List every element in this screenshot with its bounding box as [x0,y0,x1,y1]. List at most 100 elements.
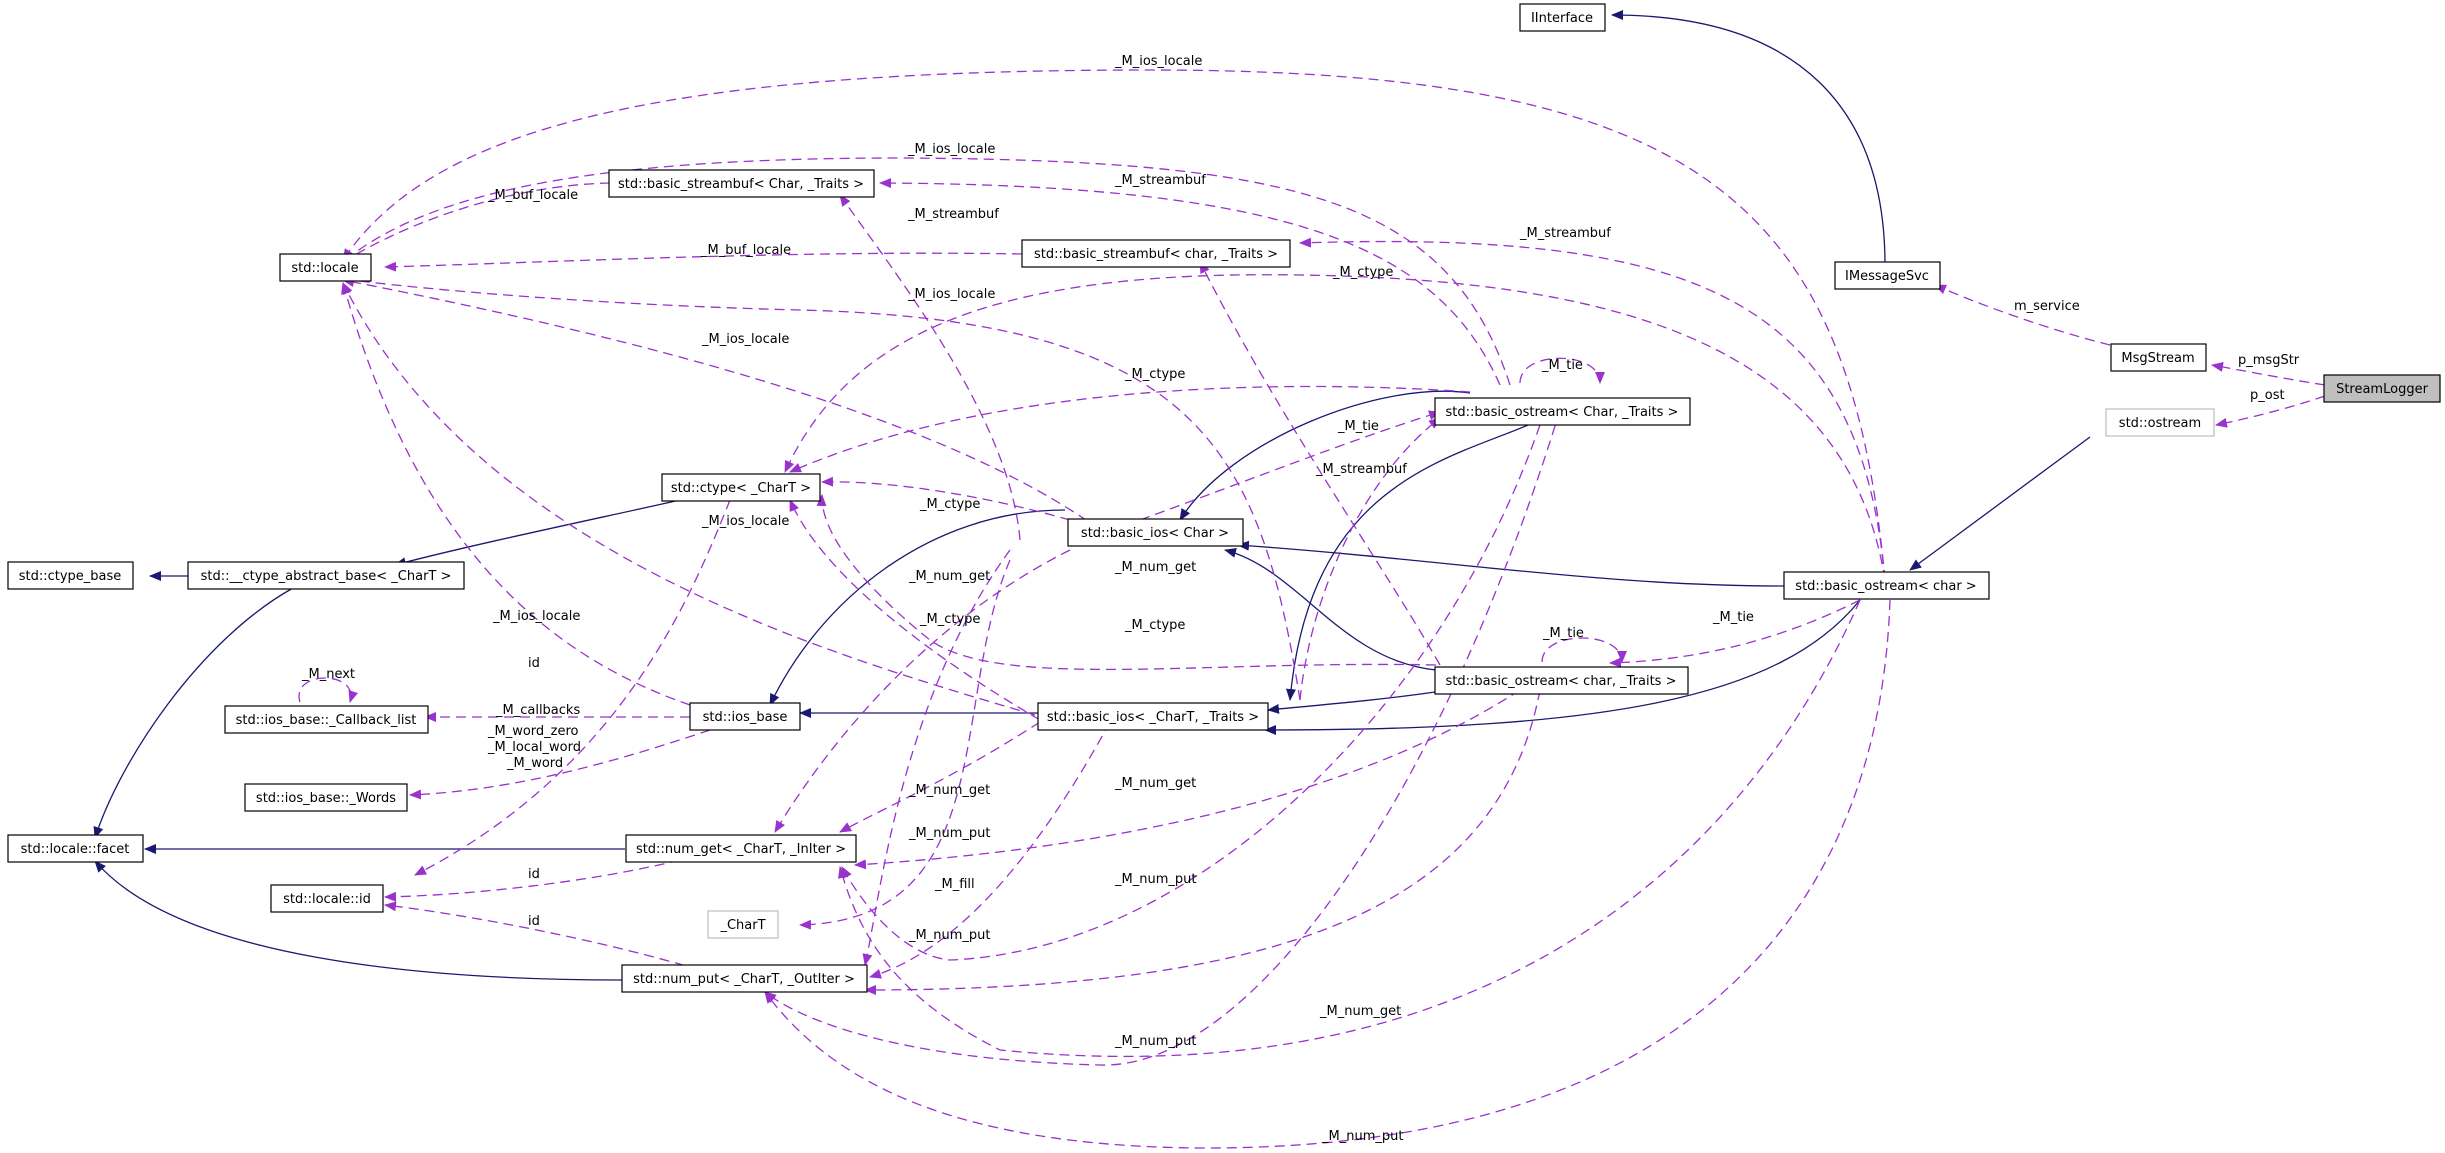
edge-ostream-char-traits-num-get [854,689,1521,870]
edge-label-m-num-get: _M_num_get [1319,1004,1401,1019]
edge-basic-ios-chart-num-get [839,721,1041,833]
class-node-label: IMessageSvc [1845,269,1929,284]
class-node-basic-ios-chart-traits[interactable]: std::basic_ios< _CharT, _Traits > [1037,702,1269,731]
edge-label-m-word: _M_word [506,756,563,771]
edge-label-m-streambuf: _M_streambuf [1114,173,1206,188]
class-node-label: std::ios_base::_Words [256,791,396,806]
edge-label-m-ios-locale: _M_ios_locale [1114,54,1202,69]
class-node-locale[interactable]: std::locale [279,253,372,282]
class-node-label: std::ctype< _CharT > [671,481,811,496]
class-node-imessagesvc[interactable]: IMessageSvc [1834,261,1941,290]
class-node-label: std::basic_ios< Char > [1081,526,1229,541]
edge-label-m-ios-locale: _M_ios_locale [701,332,789,347]
edge-ostream-char-traits-cap-basic-ios-chart [1286,421,1536,701]
edge-label-m-num-get: _M_num_get [908,783,990,798]
class-node-label: StreamLogger [2336,382,2429,397]
class-node-basic-streambuf-char-traits-cap[interactable]: std::basic_streambuf< Char, _Traits > [608,169,875,198]
edge-label-m-ctype: _M_ctype [919,612,980,627]
edge-label-m-ios-locale: _M_ios_locale [492,609,580,624]
class-node-label: _CharT [719,918,765,933]
class-node-label: std::basic_ios< _CharT, _Traits > [1047,710,1259,725]
class-node-num-put[interactable]: std::num_put< _CharT, _OutIter > [621,964,868,993]
class-node-ctype-chart[interactable]: std::ctype< _CharT > [661,473,821,502]
edge-label-m-num-put: _M_num_put [1321,1129,1403,1144]
edge-imessagesvc-iinterface [1611,10,1886,266]
usage-edges [298,69,2326,1149]
edge-label-m-local-word: _M_local_word [487,740,581,755]
edge-label-m-ctype: _M_ctype [1124,618,1185,633]
edge-ostream-char-traits-cap-locale [342,157,1511,386]
class-node-iinterface[interactable]: IInterface [1519,3,1606,32]
edge-label-m-streambuf: _M_streambuf [907,207,999,222]
edge-ostream-char-traits-basic-ios-chart [1267,691,1436,714]
edge-num-get-locale-id [384,859,681,902]
edge-basic-ostream-char-basic-ios-char [1237,540,1786,587]
edge-label-p-ost: p_ost [2250,388,2285,403]
class-node-locale-facet[interactable]: std::locale::facet [7,834,144,863]
edge-label-m-fill: _M_fill [934,877,975,892]
edge-ostream-char-traits-num-put [864,689,1541,995]
edge-label-m-word-zero: _M_word_zero [487,724,579,739]
class-node-basic-streambuf-char-traits[interactable]: std::basic_streambuf< char, _Traits > [1021,239,1291,268]
edge-basic-ostream-char-ctype [784,274,1886,581]
edge-streamlogger-msgstream [2211,362,2326,386]
edge-basic-ios-chart-locale-3 [342,275,1301,701]
edge-msgstream-imessagesvc [1934,284,2111,346]
class-node-num-get[interactable]: std::num_get< _CharT, _InIter > [625,834,857,863]
edge-label-m-num-put: _M_num_put [908,826,990,841]
class-node-ctype-base[interactable]: std::ctype_base [7,561,134,590]
class-node-label: std::locale [291,261,358,276]
edge-ostream-char-traits-tie-self [1541,637,1627,663]
edge-label-p-msgstr: p_msgStr [2238,353,2300,368]
edge-label-m-ios-locale: _M_ios_locale [907,287,995,302]
edge-streambuf-chart-streambuf [1199,261,1441,666]
edge-streambuf-char-traits-cap-locale [342,182,611,263]
class-node-basic-ostream-char-traits[interactable]: std::basic_ostream< char, _Traits > [1434,666,1689,695]
edge-label-m-streambuf: _M_streambuf [1519,226,1611,241]
edge-streambuf-char-traits-locale [384,252,1023,272]
edge-basic-ostream-char-num-put [764,599,1891,1149]
edge-label-m-num-put: _M_num_put [1114,872,1196,887]
class-node-label: std::basic_streambuf< char, _Traits > [1034,247,1278,262]
edge-basic-ostream-char-std-ostream [1909,436,2091,571]
edge-label-id: id [528,867,540,882]
edge-label-m-ios-locale: _M_ios_locale [907,142,995,157]
edge-label-m-num-get: _M_num_get [908,569,990,584]
nodes: IInterface IMessageSvc MsgStream StreamL… [7,3,2441,993]
class-node-ctype-abstract-base[interactable]: std::__ctype_abstract_base< _CharT > [187,561,465,590]
class-node-label: MsgStream [2121,351,2194,366]
edge-label-m-callbacks: _M_callbacks [495,703,580,718]
class-node-callback-list[interactable]: std::ios_base::_Callback_list [224,705,429,734]
class-node-label: std::ios_base [703,710,788,725]
edge-basic-ios-chart-locale-6 [342,282,1036,716]
class-node-label: std::basic_ostream< char, _Traits > [1446,674,1677,689]
edge-ctype-locale-id [414,499,731,876]
inheritance-edges [93,10,2091,981]
edge-ctype-abstract-base-ctype [394,499,681,567]
edge-basic-ostream-char-num-get [838,599,1861,1058]
edge-num-put-locale-id [384,901,701,971]
class-node-chart[interactable]: _CharT [707,910,779,939]
edge-label-m-buf-locale: _M_buf_locale [487,188,578,203]
edge-label-m-tie: _M_tie [1541,358,1583,373]
class-node-label: IInterface [1531,11,1593,26]
class-node-locale-id[interactable]: std::locale::id [270,884,384,913]
class-node-ios-base[interactable]: std::ios_base [689,702,801,731]
edge-basic-ios-chart-ostream-cap-streambuf [1299,417,1441,701]
class-node-std-ostream[interactable]: std::ostream [2105,408,2215,437]
class-node-label: std::locale::id [283,892,371,907]
class-node-basic-ios-char[interactable]: std::basic_ios< Char > [1067,518,1244,547]
edge-label-m-buf-locale: _M_buf_locale [700,243,791,258]
edge-ostream-char-traits-cap-basic-ios-char [1179,390,1471,521]
edge-ostream-char-traits-cap-num-put [764,409,1561,1066]
class-node-basic-ostream-char[interactable]: std::basic_ostream< char > [1783,571,1990,600]
class-node-basic-ostream-char-traits-cap[interactable]: std::basic_ostream< Char, _Traits > [1434,397,1691,426]
edge-streamlogger-std-ostream [2215,395,2326,428]
edge-ostream-char-traits-cap-num-get [841,409,1546,961]
edge-ostream-char-traits-ctype [816,494,1437,671]
edge-label-m-tie: _M_tie [1712,610,1754,625]
class-node-ios-base-words[interactable]: std::ios_base::_Words [244,783,408,812]
class-node-streamlogger[interactable]: StreamLogger [2323,374,2441,403]
class-node-msgstream[interactable]: MsgStream [2110,343,2207,372]
edge-callback-list-self [298,677,359,703]
